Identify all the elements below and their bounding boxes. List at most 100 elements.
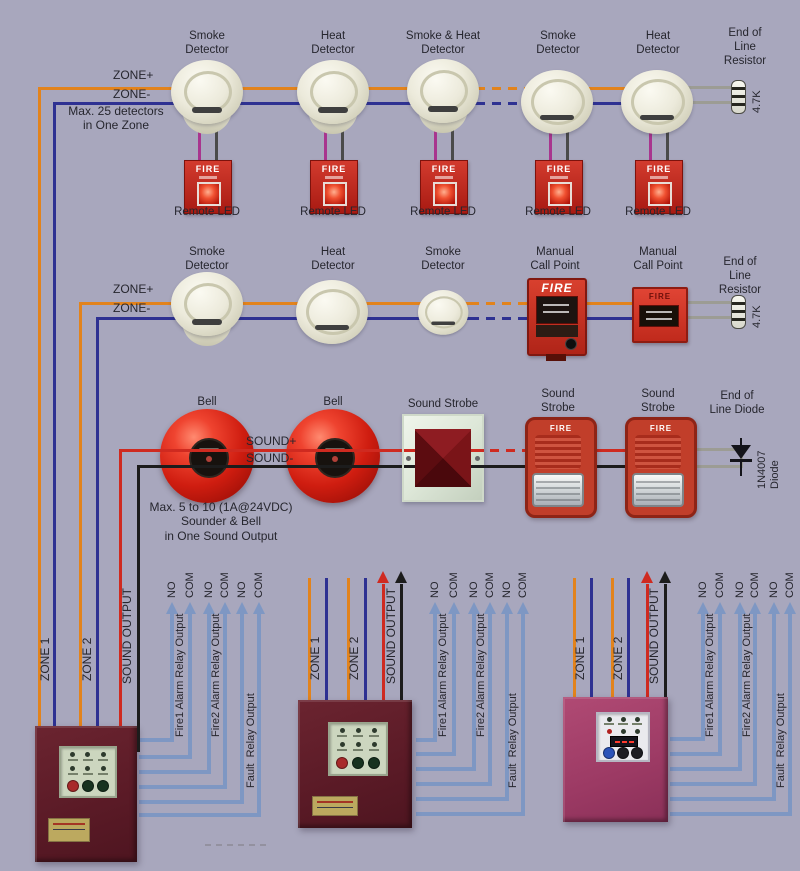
sound-minus-wire [400,584,403,702]
wire-over-strobe [404,449,415,452]
fire-label: FIRE [541,281,573,295]
led-lamp [197,182,221,206]
panel-display [596,712,650,762]
screw [406,456,411,461]
relay-wire [670,613,757,786]
detector-ring [425,296,463,329]
terminal-label: COM [714,572,726,598]
zone1-label: ZONE 1 [308,636,322,680]
led-lamp [548,182,572,206]
remote-led-microtext [199,176,217,179]
wire-dash-break [476,102,528,105]
resistor-value: 4.7K [751,305,763,328]
fire-label: FIRE [646,164,672,174]
call-point-window [639,305,679,327]
sound-plus-wire [382,584,385,702]
device-label: Smoke Detector [421,246,465,272]
relay-output-label: Fire2 Alarm Relay Output [475,613,487,738]
button-row [602,747,644,759]
sound-minus-wire-end [137,726,140,752]
wire-arrow-icon [697,602,709,614]
remote-led-label: Remote LED [300,206,366,218]
zone-plus-label: ZONE+ [113,282,154,296]
fire-alarm-control-panel [563,697,668,822]
led-labels [65,759,111,761]
eol-wire [688,101,740,104]
panel-nameplate [312,796,358,816]
relay-output-label: Fire2 Alarm Relay Output [741,613,753,738]
wire-arrow-icon [768,602,780,614]
call-point-base [546,354,566,361]
device-label: Sound Strobe [641,388,675,414]
heat-detector [621,70,693,134]
bell-hub [315,438,355,478]
bell-hub-dot [332,456,338,462]
relay-wire [139,613,211,774]
fire-label: FIRE [546,164,572,174]
panel-button [66,780,79,792]
sound-note: Max. 5 to 10 (1A@24VDC) Sounder & Bell i… [149,500,293,543]
relay-wire [416,613,509,801]
eol-wire [693,465,742,468]
relay-wire [670,613,742,771]
remote-led-wire [451,128,454,162]
terminal-label: NO [236,581,248,599]
remote-led-microtext [325,176,343,179]
strobe-lens [532,473,584,507]
wire-arrow-icon [429,602,441,614]
wire-dash-break [470,302,522,305]
panel-display [59,746,117,798]
led-row [334,742,382,747]
device-label: Heat Detector [311,246,355,272]
device-label: Bell [197,396,217,408]
wire-arrow-icon [236,602,248,614]
wire-dash-break [474,449,524,452]
sound-minus-label: SOUND- [246,451,294,465]
sound-plus-label: SOUND+ [246,434,297,448]
terminal-label: NO [166,581,178,599]
wire-arrow-icon [734,602,746,614]
remote-led-wire [666,128,669,162]
eol-label: End of Line Resistor [718,256,762,296]
relay-wire [416,613,492,786]
sound-output-label: SOUND OUTPUT [647,588,661,684]
remote-led-microtext [550,176,568,179]
terminal-label: NO [501,581,513,599]
panel-button [631,747,643,759]
remote-led: FIRE [535,160,583,214]
wire-dash-break [476,87,528,90]
fire-label: FIRE [431,164,457,174]
zone2-minus-wire [627,578,630,699]
remote-led-wire [649,128,652,162]
eol-wire [693,448,742,451]
sound-strobe: FIRE [525,417,597,518]
relay-wire [416,613,456,756]
device-label: Sound Strobe [541,388,575,414]
terminal-label: COM [484,572,496,598]
fire-label: FIRE [549,424,573,433]
remote-led-wire [341,128,344,162]
window-text-line [543,311,569,313]
zone2-label: ZONE 2 [80,637,94,681]
terminal-label: NO [203,581,215,599]
device-label: Bell [323,396,343,408]
relay-wire [670,613,722,756]
terminal-label: NO [697,581,709,599]
wire-dash-break [470,317,522,320]
wire-arrow-icon [517,602,529,614]
led-lamp [433,182,457,206]
relay-output-label: Fire1 Alarm Relay Output [174,613,186,738]
call-point-knob [565,338,577,350]
eol-label: End of Line Resistor [723,27,767,67]
smoke-detector [171,60,243,138]
remote-led: FIRE [184,160,232,214]
terminal-label: COM [517,572,529,598]
remote-led: FIRE [310,160,358,214]
fire-label: FIRE [321,164,347,174]
heat-detector [297,60,369,138]
panel-button [352,757,364,769]
bell-device [286,409,380,503]
diode-triangle [731,445,751,459]
wire-arrow-icon [253,602,265,614]
